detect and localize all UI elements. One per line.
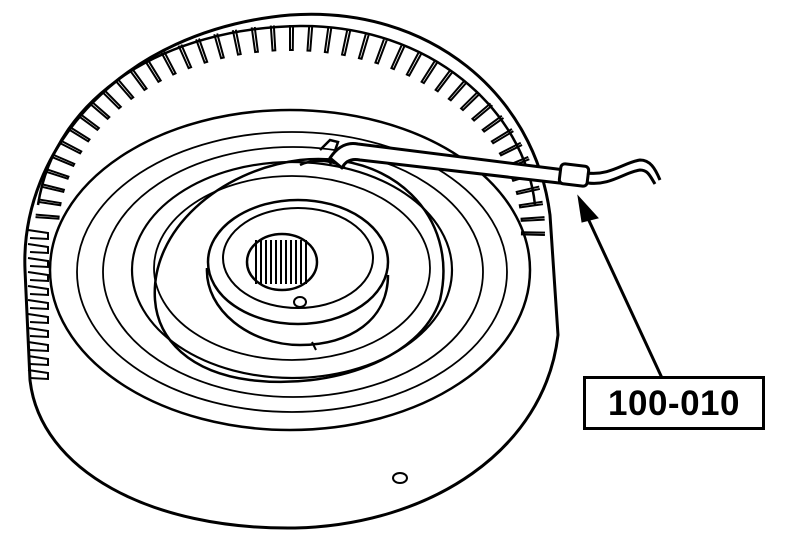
spline-tooth: [114, 78, 135, 101]
spline-tooth: [357, 33, 370, 60]
spline-tooth: [27, 355, 49, 367]
spline-tooth: [306, 25, 314, 52]
spline-tooth: [250, 26, 260, 54]
spline-tooth: [35, 213, 60, 220]
spline-tooth: [459, 90, 481, 112]
hook-tool: [328, 142, 662, 188]
spline-tooth: [58, 139, 83, 155]
spline-tooth: [434, 69, 454, 93]
spline-tooth: [144, 59, 163, 84]
spline-tooth: [520, 216, 545, 222]
spline-tooth: [27, 327, 49, 339]
spline-tooth: [323, 27, 333, 54]
spline-tooth: [405, 52, 422, 77]
spline-tooth: [231, 29, 242, 56]
tool-number-callout: 100-010: [583, 376, 765, 430]
spline-tooth: [289, 25, 295, 52]
spline-tooth: [40, 183, 66, 194]
spline-tooth: [27, 369, 49, 381]
spline-tooth: [45, 168, 70, 180]
spline-tooth: [129, 68, 148, 92]
spline-tooth: [27, 299, 49, 311]
spline-tooth: [470, 102, 494, 122]
spline-tooth: [27, 313, 49, 325]
spline-tooth: [195, 38, 209, 64]
spline-tooth: [88, 100, 111, 121]
hub: [205, 198, 390, 351]
spline-tooth: [481, 115, 505, 133]
callout-leader-arrow: [577, 194, 664, 379]
spline-tooth: [27, 243, 49, 255]
spline-tooth: [269, 25, 277, 52]
splined-bore: [245, 232, 319, 292]
spline-tooth: [520, 231, 545, 237]
spline-tooth: [447, 79, 468, 102]
spline-tooth: [490, 128, 514, 145]
spline-tooth: [27, 341, 49, 353]
spline-tooth: [420, 60, 439, 85]
spline-tooth: [27, 229, 49, 241]
spline-tooth: [51, 153, 76, 168]
drum-hole: [392, 472, 408, 484]
spline-tooth: [160, 51, 177, 76]
spline-tooth: [177, 44, 193, 70]
spline-tooth: [213, 33, 225, 60]
spline-tooth: [37, 198, 62, 207]
tool-number-label: 100-010: [608, 383, 740, 423]
spline-tooth: [27, 257, 49, 269]
spline-tooth: [27, 285, 49, 297]
spline-tooth: [27, 271, 49, 283]
spline-tooth: [498, 141, 523, 157]
spline-tooth: [515, 185, 541, 196]
spline-tooth: [390, 45, 406, 71]
spline-tooth: [518, 200, 544, 209]
spline-tooth: [101, 89, 123, 110]
spline-tooth: [340, 30, 352, 57]
spline-tooth: [374, 39, 388, 65]
spline-tooth: [77, 113, 101, 132]
spline-tooth: [67, 126, 91, 143]
